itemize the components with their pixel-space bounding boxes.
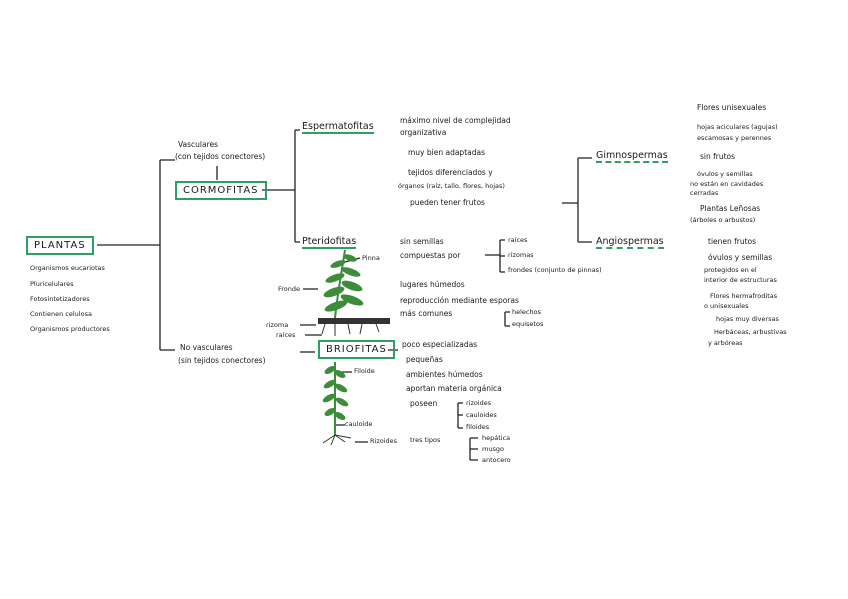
angio-item: protegidos en el	[704, 266, 757, 274]
pteri-more: más comunes	[400, 309, 452, 318]
esp-item: muy bien adaptadas	[408, 148, 485, 157]
prop-item: Pluricelulares	[30, 280, 74, 288]
moss-rizoide-label: Rizoides	[370, 437, 397, 445]
brio-type: hepática	[482, 434, 510, 442]
angio-item: óvulos y semillas	[708, 253, 772, 262]
brio-type: musgo	[482, 445, 504, 453]
gimno-item: óvulos y semillas	[697, 170, 753, 178]
fern-raices-label: raíces	[276, 331, 295, 339]
brio-pos: rizoides	[466, 399, 491, 407]
angio-item: o unisexuales	[704, 302, 749, 310]
brio-type: antocero	[482, 456, 511, 464]
fern-pinna-label: Pinna	[362, 254, 380, 262]
pteri-ex: helechos	[512, 308, 541, 316]
esp-item: tejidos diferenciados y	[408, 168, 493, 177]
angio-item: tienen frutos	[708, 237, 756, 246]
brio-item: ambientes húmedos	[406, 370, 483, 379]
angio-item: interior de estructuras	[704, 276, 777, 284]
esp-item: máximo nivel de complejidad	[400, 116, 511, 125]
prop-item: Contienen celulosa	[30, 310, 92, 318]
gimno-item: (árboles o arbustos)	[690, 216, 755, 224]
gimno-item: Plantas Leñosas	[700, 204, 760, 213]
moss-filoide-label: Filoide	[354, 367, 375, 375]
angio-item: y arbóreas	[708, 339, 743, 347]
briofitas-node: BRIOFITAS	[318, 340, 395, 359]
gimno-item: cerradas	[690, 189, 718, 197]
pteri-more: lugares húmedos	[400, 280, 465, 289]
brio-item: poseen	[410, 399, 437, 408]
pteri-part: raíces	[508, 236, 527, 244]
prop-item: Organismos eucariotas	[30, 264, 105, 272]
vasculares-sub: (con tejidos conectores)	[175, 152, 265, 161]
fern-fronde-label: Fronde	[278, 285, 300, 293]
pteri-b: compuestas por	[400, 251, 460, 260]
pteri-a: sin semillas	[400, 237, 444, 246]
brio-item: aportan materia orgánica	[406, 384, 502, 393]
brio-pos: cauloides	[466, 411, 497, 419]
esp-item: pueden tener frutos	[410, 198, 485, 207]
root-node: PLANTAS	[26, 236, 94, 255]
prop-item: Organismos productores	[30, 325, 110, 333]
gimnospermas-label: Gimnospermas	[596, 150, 668, 163]
esp-item: organizativa	[400, 128, 446, 137]
espermatofitas-label: Espermatofitas	[302, 121, 374, 134]
gimno-item: hojas aciculares (agujas)	[697, 123, 778, 131]
gimno-item: sin frutos	[700, 152, 735, 161]
moss-cauloide-label: cauloide	[345, 420, 372, 428]
pteri-ex: equisetos	[512, 320, 543, 328]
angio-item: Flores hermafroditas	[710, 292, 777, 300]
vasculares-label: Vasculares	[178, 140, 218, 149]
angio-item: hojas muy diversas	[716, 315, 779, 323]
pteri-part: rizomas	[508, 251, 534, 259]
cormofitas-node: CORMOFITAS	[175, 181, 267, 200]
brio-item: pequeñas	[406, 355, 443, 364]
angio-item: Herbáceas, arbustivas	[714, 328, 787, 336]
esp-item: órganos (raíz, tallo, flores, hojas)	[398, 182, 505, 190]
novasc-sub: (sin tejidos conectores)	[178, 356, 266, 365]
pteri-part: frondes (conjunto de pinnas)	[508, 266, 602, 274]
prop-item: Fotosintetizadores	[30, 295, 90, 303]
gimno-item: no están en cavidades	[690, 180, 763, 188]
brio-pos: filoides	[466, 423, 489, 431]
brio-tipos: tres tipos	[410, 436, 440, 444]
gimno-item: escamosas y perennes	[697, 134, 771, 142]
angiospermas-label: Angiospermas	[596, 236, 664, 249]
brio-item: poco especializadas	[402, 340, 477, 349]
pteri-more: reproducción mediante esporas	[400, 296, 519, 305]
novasc-label: No vasculares	[180, 343, 233, 352]
pteridofitas-label: Pteridofitas	[302, 236, 356, 249]
fern-rizoma-label: rizoma	[266, 321, 288, 329]
gimno-item: Flores unisexuales	[697, 103, 766, 112]
